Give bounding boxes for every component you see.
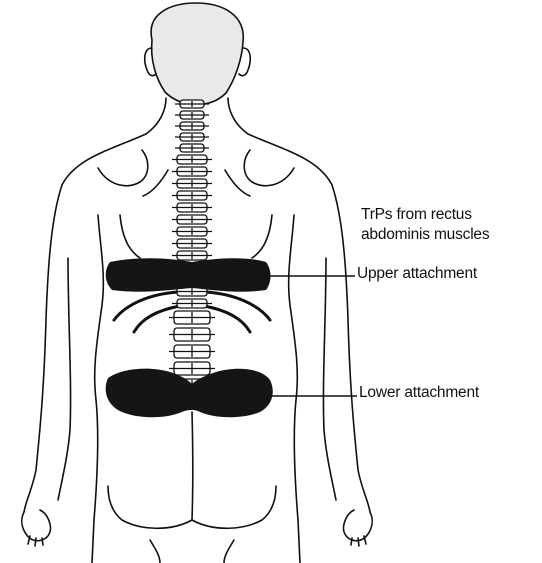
annotation-title-line-2: abdominis muscles [361,225,489,244]
left-thigh-line [150,540,160,563]
right-scapula [244,150,294,186]
left-arm-outline [24,134,146,512]
right-back-contour [252,215,272,258]
right-arm-outline [248,134,370,512]
right-buttock [192,486,276,528]
left-scapula [98,150,148,186]
lower-attachment-label: Lower attachment [359,383,479,402]
upper-attachment-zone [106,258,271,291]
right-rib-1 [206,292,270,320]
right-torso-side [289,215,300,563]
spine [169,100,215,409]
left-back-contour [120,215,140,258]
left-torso-side [92,215,103,563]
right-hand [343,510,372,541]
right-inner-arm [323,258,336,500]
right-rib-2 [204,306,250,332]
left-rib-2 [134,306,180,332]
upper-attachment-label: Upper attachment [357,264,477,283]
left-inner-arm [58,258,71,500]
head [151,3,243,105]
left-buttock [108,486,192,528]
left-rib-1 [114,292,178,320]
lower-attachment-zone [106,369,273,418]
neck-left [146,98,166,134]
gluteal-cleft [192,412,193,520]
left-hand [22,510,51,541]
right-thigh-line [224,540,234,563]
neck-right [228,98,248,134]
annotation-title-line-1: TrPs from rectus [361,205,472,224]
